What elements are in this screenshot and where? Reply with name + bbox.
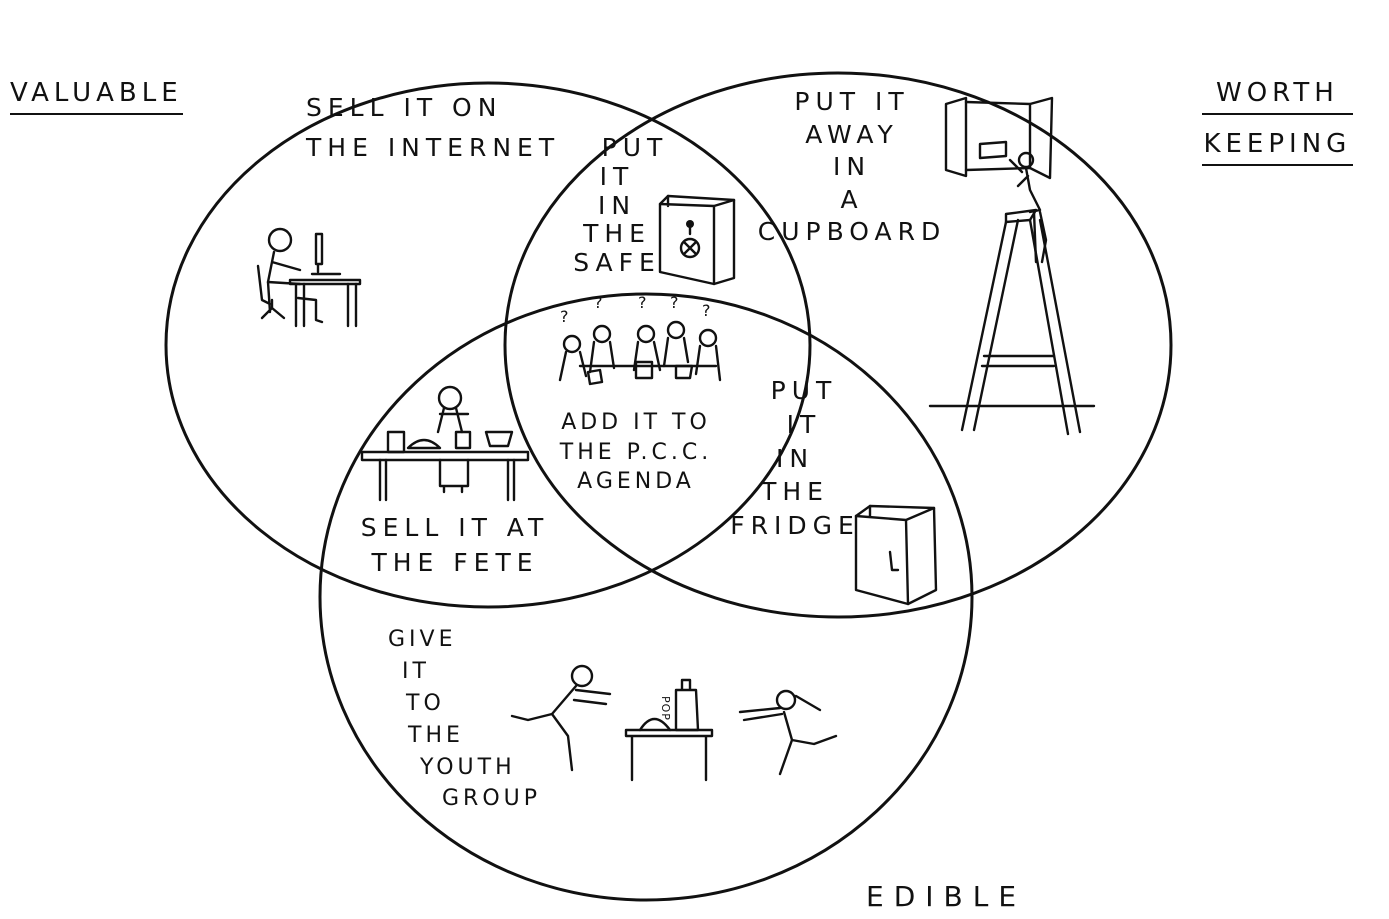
ladder-cupboard-icon [928, 96, 1096, 436]
region-text-line: IT [786, 409, 822, 439]
label-worth: WORTH [1202, 76, 1353, 116]
region-text-line: SELL IT AT [360, 513, 550, 542]
svg-text:?: ? [560, 307, 569, 326]
region-text-line: PUT [770, 376, 838, 405]
region-safe: PUT IT IN THE SAFE [562, 133, 672, 278]
circle-worth-keeping [503, 71, 1173, 619]
label-worth-keeping: WORTH KEEPING [1202, 76, 1353, 167]
label-edible-text: EDIBLE [866, 880, 1027, 913]
region-text-line: IT [599, 161, 635, 191]
region-text-line: A [840, 184, 864, 214]
region-text-line: SAFE [573, 248, 661, 277]
region-text-line: PUT [601, 133, 669, 162]
fridge-icon [854, 504, 938, 606]
region-text-line: THE [761, 477, 829, 507]
region-text-line: TO [406, 690, 445, 716]
youth-group-icon [510, 664, 838, 782]
safe-icon [658, 194, 736, 286]
region-text-line: SELL IT ON [306, 93, 503, 122]
region-text-line: IT [402, 658, 430, 684]
region-text-line: AGENDA [577, 469, 695, 495]
region-text-line: FRIDGE [730, 511, 860, 540]
region-text-line: THE [408, 722, 464, 748]
svg-text:?: ? [702, 301, 711, 320]
region-valuable-only: SELL IT ON THE INTERNET [306, 88, 560, 168]
label-valuable: VALUABLE [10, 76, 183, 116]
region-all-three: ADD IT TO THE P.C.C. AGENDA [556, 408, 716, 497]
label-keeping: KEEPING [1202, 127, 1353, 167]
region-fridge: PUT IT IN THE FRIDGE [710, 374, 880, 543]
region-edible-only: GIVE IT TO THE YOUTH GROUP [388, 624, 541, 815]
region-text-line: IN [832, 152, 872, 181]
region-text-line: THE INTERNET [306, 133, 561, 162]
person-at-computer-icon [256, 227, 362, 328]
region-text-line: CUPBOARD [757, 217, 947, 246]
pop-bottle-text: POP [659, 696, 672, 721]
region-text-line: IN [775, 443, 815, 473]
label-valuable-text: VALUABLE [10, 76, 183, 116]
region-text-line: AWAY [805, 119, 899, 149]
meeting-table-icon: ? ? ? ? ? [558, 293, 722, 386]
circle-edible [318, 292, 974, 902]
region-text-line: GROUP [442, 786, 542, 812]
region-valuable-and-edible: SELL IT AT THE FETE [350, 510, 560, 580]
pop-bottle-label: POP [657, 696, 672, 721]
region-worth-keeping-only: PUT IT AWAY IN A CUPBOARD [752, 86, 952, 249]
label-edible: EDIBLE [866, 878, 1026, 916]
region-text-line: IN [597, 190, 637, 220]
svg-text:?: ? [594, 293, 603, 312]
region-text-line: THE FETE [371, 548, 539, 577]
svg-text:?: ? [638, 293, 647, 312]
region-text-line: GIVE [388, 627, 457, 652]
region-text-line: PUT IT [794, 87, 910, 116]
region-text-line: THE P.C.C. [559, 439, 713, 465]
circle-valuable [164, 81, 812, 609]
region-text-line: ADD IT TO [561, 410, 711, 435]
fete-stall-icon [360, 385, 530, 502]
region-text-line: THE [583, 219, 651, 249]
svg-text:?: ? [670, 293, 679, 312]
region-text-line: YOUTH [420, 754, 516, 780]
